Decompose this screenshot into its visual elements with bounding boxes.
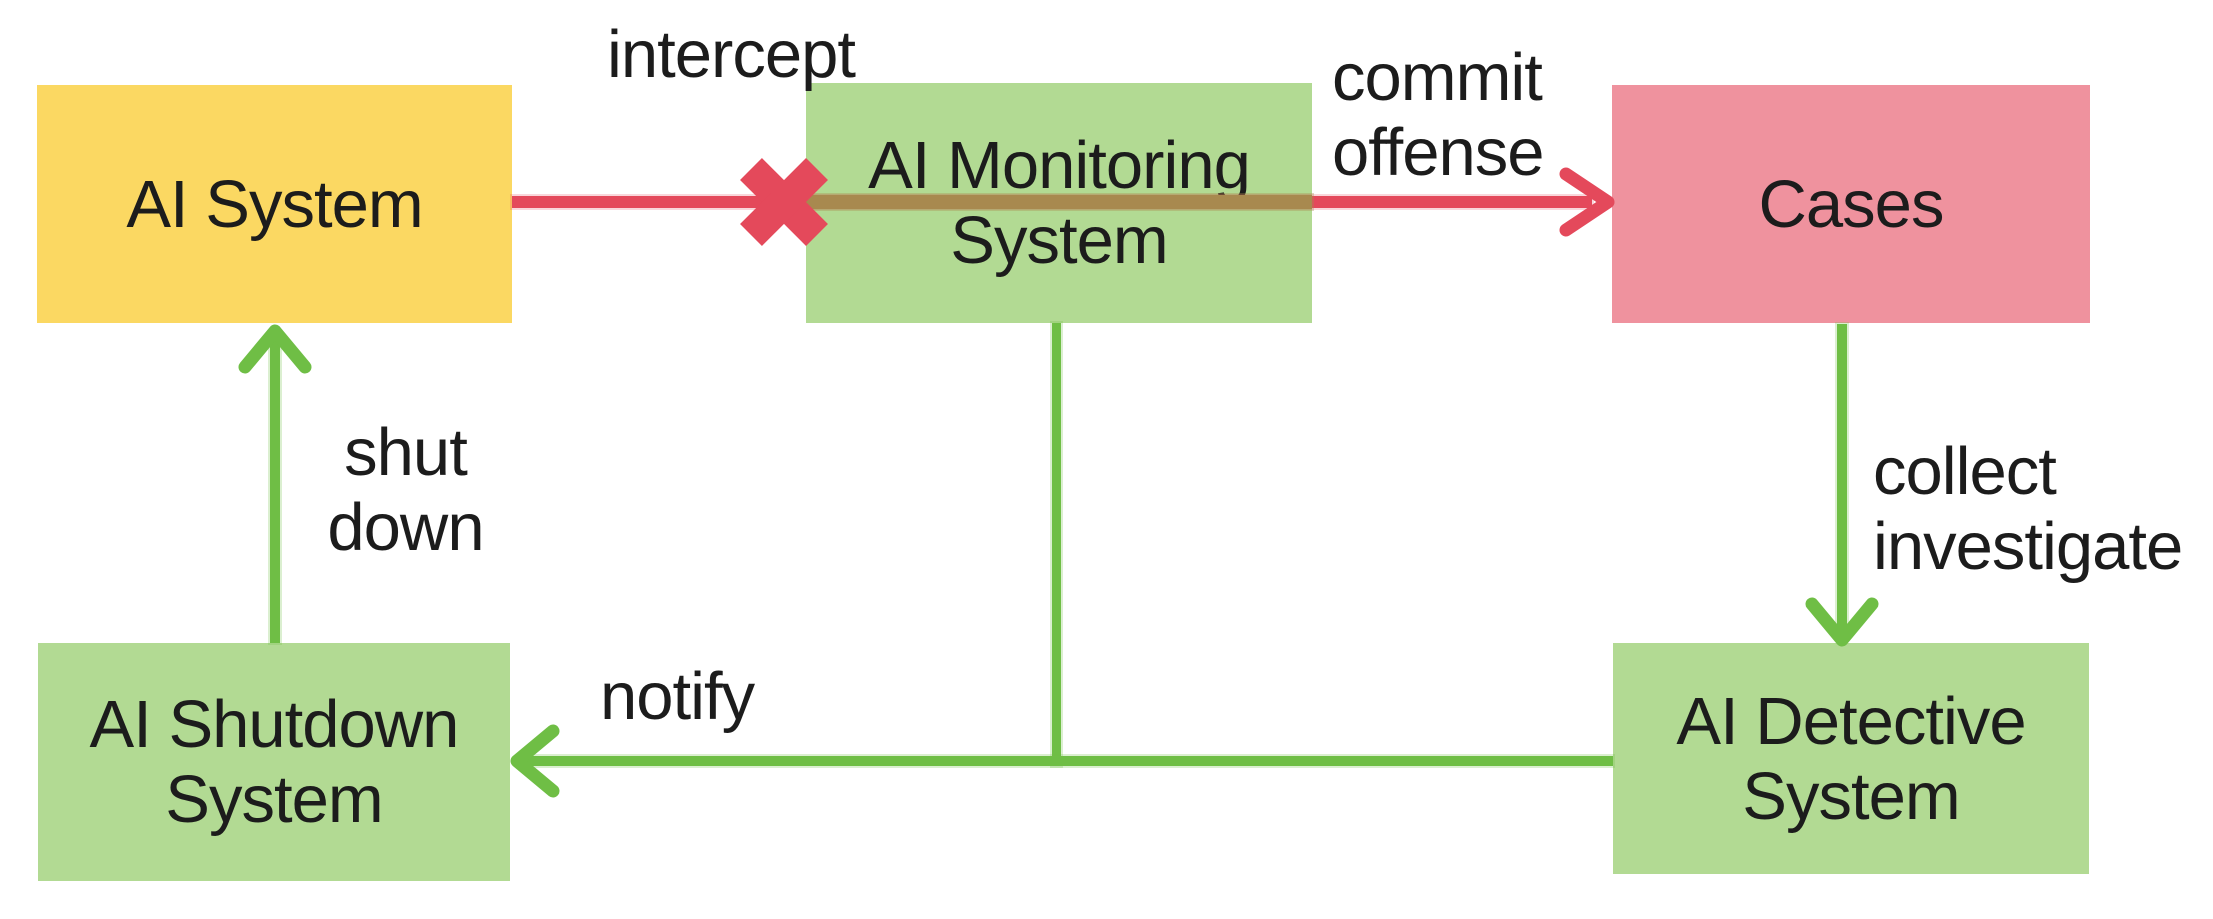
edge-label-commit-offense: commit offense <box>1332 40 1545 190</box>
edge-label-notify: notify <box>600 659 755 734</box>
monitoring-junction-line <box>1052 323 1061 766</box>
node-ai-monitoring-system-label: AI Monitoring System <box>868 128 1251 278</box>
blocked-x-icon <box>740 158 828 246</box>
node-ai-system: AI System <box>37 85 512 323</box>
arrowhead-right-icon <box>1559 167 1615 237</box>
node-cases: Cases <box>1612 85 2090 323</box>
arrowhead-down-icon <box>1805 597 1879 647</box>
node-ai-system-label: AI System <box>126 166 423 242</box>
arrowhead-up-icon <box>238 324 312 374</box>
edge-label-shut-down: shut down <box>327 415 484 565</box>
node-ai-shutdown-system: AI Shutdown System <box>38 643 510 881</box>
arrowhead-left-icon <box>510 724 560 798</box>
node-ai-detective-system-label: AI Detective System <box>1676 683 2026 834</box>
collect-investigate-arrow-line <box>1837 324 1847 630</box>
blocked-overlap-line <box>806 195 1312 209</box>
notify-arrow-line <box>519 756 1613 766</box>
node-ai-shutdown-system-label: AI Shutdown System <box>89 687 460 837</box>
node-ai-detective-system: AI Detective System <box>1613 643 2089 874</box>
node-cases-label: Cases <box>1758 166 1945 242</box>
shut-down-arrow-line <box>270 331 280 643</box>
edge-label-intercept: intercept <box>607 17 856 92</box>
edge-label-collect-investigate: collect investigate <box>1873 434 2183 584</box>
